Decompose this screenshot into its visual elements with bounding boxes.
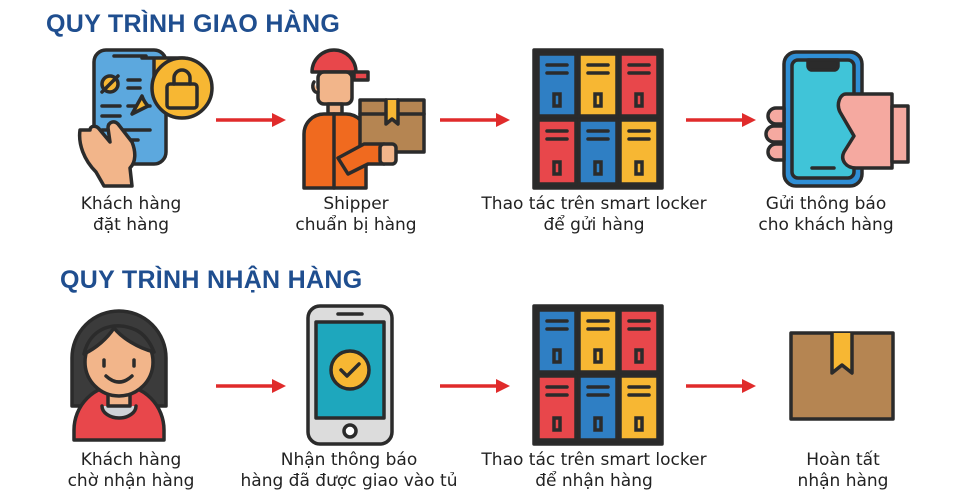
step-caption: Shipper chuẩn bị hàng [236, 194, 476, 236]
step-caption: Thao tác trên smart locker để nhận hàng [474, 450, 714, 492]
step-caption: Khách hàng chờ nhận hàng [11, 450, 251, 492]
caption-line: để gửi hàng [543, 215, 645, 235]
hand-holding-phone-icon [764, 50, 910, 188]
phone-shopping-bag-icon [77, 48, 214, 188]
caption-line: Thao tác trên smart locker [481, 194, 707, 214]
caption-line: cho khách hàng [758, 215, 894, 235]
smart-locker-icon [532, 48, 664, 190]
caption-line: Khách hàng [80, 194, 182, 214]
caption-line: Hoàn tất [806, 450, 880, 470]
caption-line: hàng đã được giao vào tủ [240, 471, 458, 491]
step-caption: Nhận thông báo hàng đã được giao vào tủ [229, 450, 469, 492]
step-caption: Khách hàng đặt hàng [11, 194, 251, 236]
caption-line: đặt hàng [92, 215, 170, 235]
shipper-with-box-icon [302, 48, 426, 190]
caption-line: để nhận hàng [535, 471, 653, 491]
flow-arrow-icon [440, 113, 510, 127]
caption-line: Nhận thông báo [280, 450, 418, 470]
flow-arrow-icon [216, 379, 286, 393]
caption-line: chờ nhận hàng [67, 471, 195, 491]
smart-locker-icon [532, 304, 664, 446]
caption-line: nhận hàng [797, 471, 889, 491]
caption-line: chuẩn bị hàng [295, 215, 417, 235]
caption-line: Shipper [323, 194, 389, 214]
step-caption: Hoàn tất nhận hàng [723, 450, 958, 492]
delivery-process-title: QUY TRÌNH GIAO HÀNG [46, 10, 341, 38]
flow-arrow-icon [686, 379, 756, 393]
phone-checkmark-icon [306, 304, 394, 446]
caption-line: Thao tác trên smart locker [481, 450, 707, 470]
receiving-process-title: QUY TRÌNH NHẬN HÀNG [60, 266, 363, 294]
step-caption: Thao tác trên smart locker để gửi hàng [474, 194, 714, 236]
woman-customer-icon [70, 309, 168, 442]
package-box-icon [789, 331, 895, 421]
step-caption: Gửi thông báo cho khách hàng [706, 194, 946, 236]
flow-arrow-icon [216, 113, 286, 127]
flow-arrow-icon [440, 379, 510, 393]
flow-arrow-icon [686, 113, 756, 127]
caption-line: Gửi thông báo [765, 194, 887, 214]
caption-line: Khách hàng [80, 450, 182, 470]
